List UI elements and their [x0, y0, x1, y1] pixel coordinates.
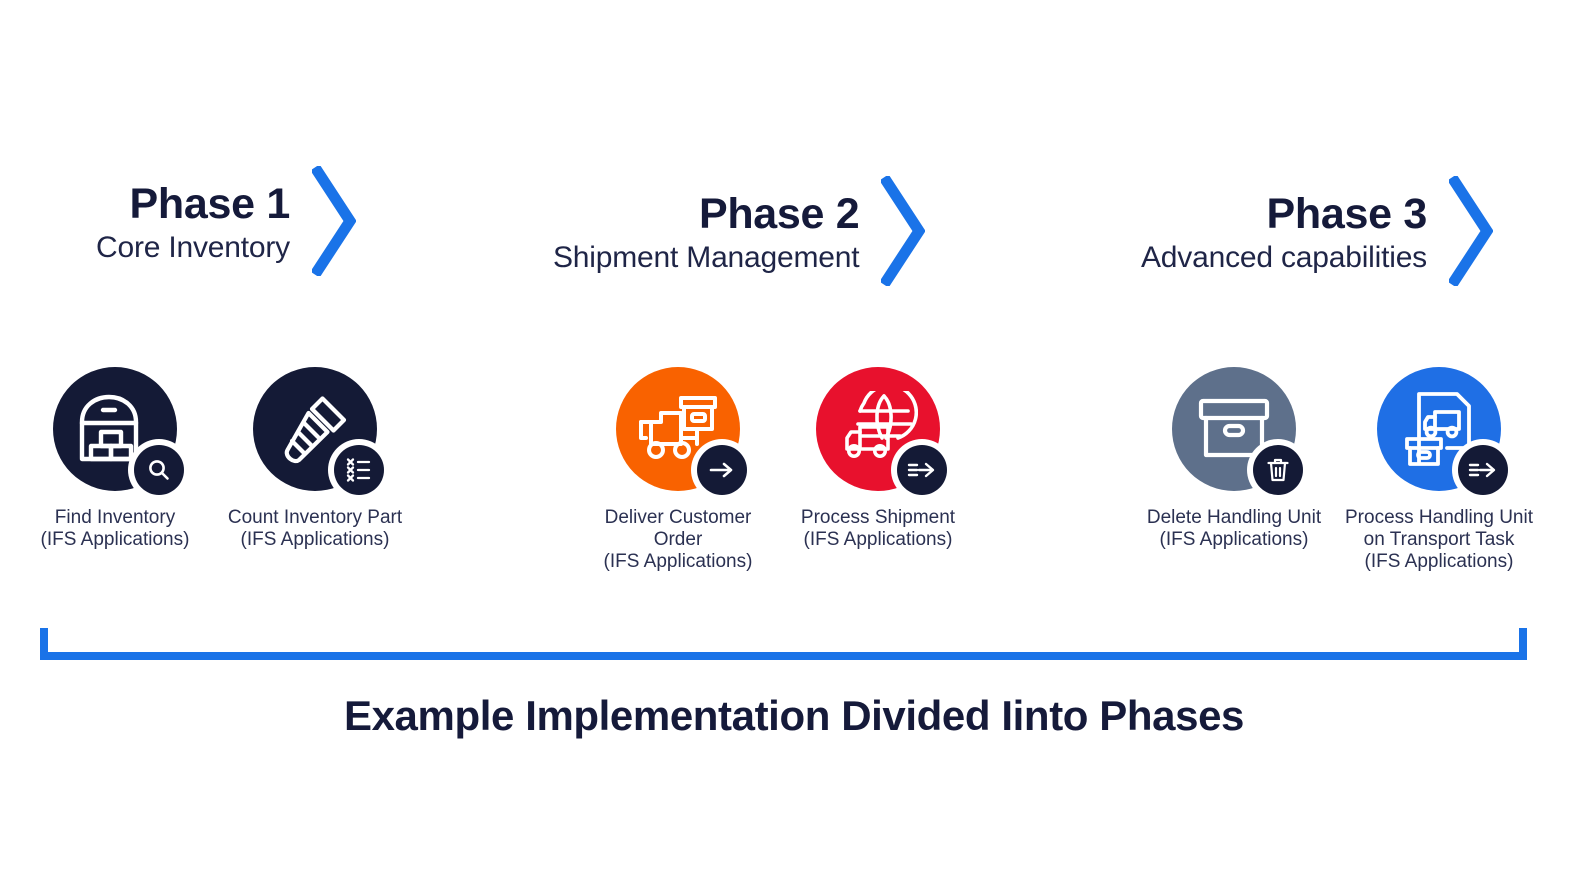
bracket-right-end: [1519, 628, 1527, 660]
bracket-left-end: [40, 628, 48, 660]
item-caption: Count Inventory Part (IFS Applications): [227, 507, 403, 551]
item-process-handling-unit-on-transport-task[interactable]: Process Handling Unit on Transport Task …: [1341, 367, 1537, 574]
globe-truck-icon: [816, 367, 940, 491]
search-icon[interactable]: [134, 445, 184, 495]
screw-bolt-icon: [253, 367, 377, 491]
phase-1-subtitle: Core Inventory: [96, 231, 290, 265]
item-caption: Delete Handling Unit (IFS Applications): [1146, 507, 1322, 551]
trash-icon[interactable]: [1253, 445, 1303, 495]
icon-circle-wrap[interactable]: [53, 367, 184, 495]
item-find-inventory[interactable]: Find Inventory (IFS Applications): [22, 367, 208, 551]
chevron-right-icon: [310, 164, 357, 281]
phase-2-subtitle: Shipment Management: [553, 241, 860, 275]
item-deliver-customer-order[interactable]: Deliver Customer Order (IFS Applications…: [585, 367, 771, 574]
item-caption: Find Inventory (IFS Applications): [40, 507, 190, 551]
double-arrow-right-icon[interactable]: [1458, 445, 1508, 495]
timeline-bracket: [40, 628, 1527, 660]
phase-header-3-text: Phase 3 Advanced capabilities: [1141, 190, 1428, 275]
item-process-shipment[interactable]: Process Shipment (IFS Applications): [785, 367, 971, 551]
phase-3-title: Phase 3: [1266, 190, 1428, 239]
phase-header-3: Phase 3 Advanced capabilities: [1141, 174, 1494, 291]
double-arrow-right-icon[interactable]: [897, 445, 947, 495]
item-caption: Process Handling Unit on Transport Task …: [1345, 507, 1533, 573]
warehouse-boxes-icon: [53, 367, 177, 491]
item-caption: Deliver Customer Order (IFS Applications…: [603, 507, 753, 573]
phase-header-1-text: Phase 1 Core Inventory: [96, 180, 291, 265]
page-title: Example Implementation Divided Iinto Pha…: [343, 692, 1245, 739]
checklist-icon[interactable]: [334, 445, 384, 495]
chevron-right-icon: [1447, 174, 1494, 291]
phase-header-1: Phase 1 Core Inventory: [96, 164, 357, 281]
icon-circle-wrap[interactable]: [1172, 367, 1303, 495]
phase-header-2: Phase 2 Shipment Management: [553, 174, 926, 291]
bracket-horizontal-bar: [40, 652, 1527, 660]
icon-circle-wrap[interactable]: [253, 367, 384, 495]
phase-2-title: Phase 2: [698, 190, 860, 239]
item-count-inventory-part[interactable]: Count Inventory Part (IFS Applications): [222, 367, 408, 551]
icon-circle-wrap[interactable]: [816, 367, 947, 495]
icon-circle-wrap[interactable]: [616, 367, 747, 495]
item-delete-handling-unit[interactable]: Delete Handling Unit (IFS Applications): [1141, 367, 1327, 551]
arrow-right-icon[interactable]: [697, 445, 747, 495]
icon-circle-wrap[interactable]: [1377, 367, 1508, 495]
phase-3-subtitle: Advanced capabilities: [1141, 241, 1427, 275]
chevron-right-icon: [879, 174, 926, 291]
item-caption: Process Shipment (IFS Applications): [800, 507, 956, 551]
phase-header-2-text: Phase 2 Shipment Management: [553, 190, 860, 275]
phase-1-title: Phase 1: [129, 180, 291, 229]
